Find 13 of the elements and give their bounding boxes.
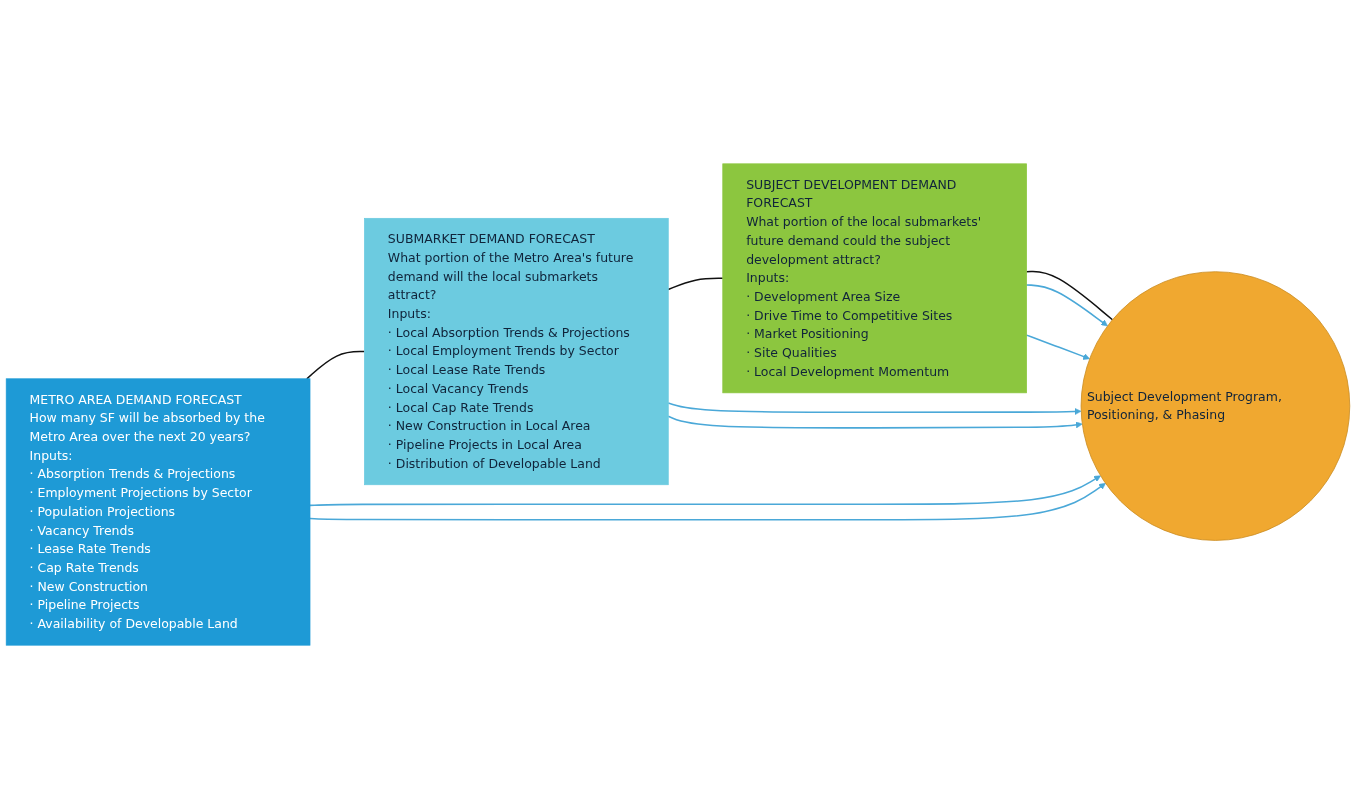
node-box: METRO AREA DEMAND FORECAST How many SF will be absorbed by the Metro Area over the next 20 years? Inputs: · Absorption Trends & Projections · Employment Projections by Sector · Population Projections · Vacancy Trends · Lease Rate Trends · Cap Rate Trends · New Construction · Pipeline Projects · Availability of Developable Land (5, 378, 311, 646)
connector (306, 350, 366, 380)
arrow (309, 475, 1101, 507)
arrow (667, 402, 1082, 415)
node-box: SUBJECT DEVELOPMENT DEMAND FORECAST What portion of the local submarkets' future demand could the subject development attract? Inputs: · Development Area Size · Drive Time to Competitive Sites · Market Positioning · Site Qualities · Local Development Momentum (722, 163, 1027, 394)
connector (667, 277, 724, 291)
arrow (1025, 334, 1090, 360)
connector (1025, 270, 1114, 321)
arrow (1025, 284, 1108, 327)
arrow (309, 483, 1106, 521)
node-box: SUBMARKET DEMAND FORECAST What portion of the Metro Area's future demand will the local submarkets attract? Inputs: · Local Absorption Trends & Projections · Local Employment Trends by Sector · Local Lease Rate Trends · Local Vacancy Trends · Local Cap Rate Trends · New Construction in Local Area · Pipeline Projects in Local Area · Distribution of Developable Land (364, 217, 669, 486)
arrow (667, 415, 1083, 429)
node-circle: Subject Development Program, Positioning, & Phasing (1080, 271, 1351, 541)
